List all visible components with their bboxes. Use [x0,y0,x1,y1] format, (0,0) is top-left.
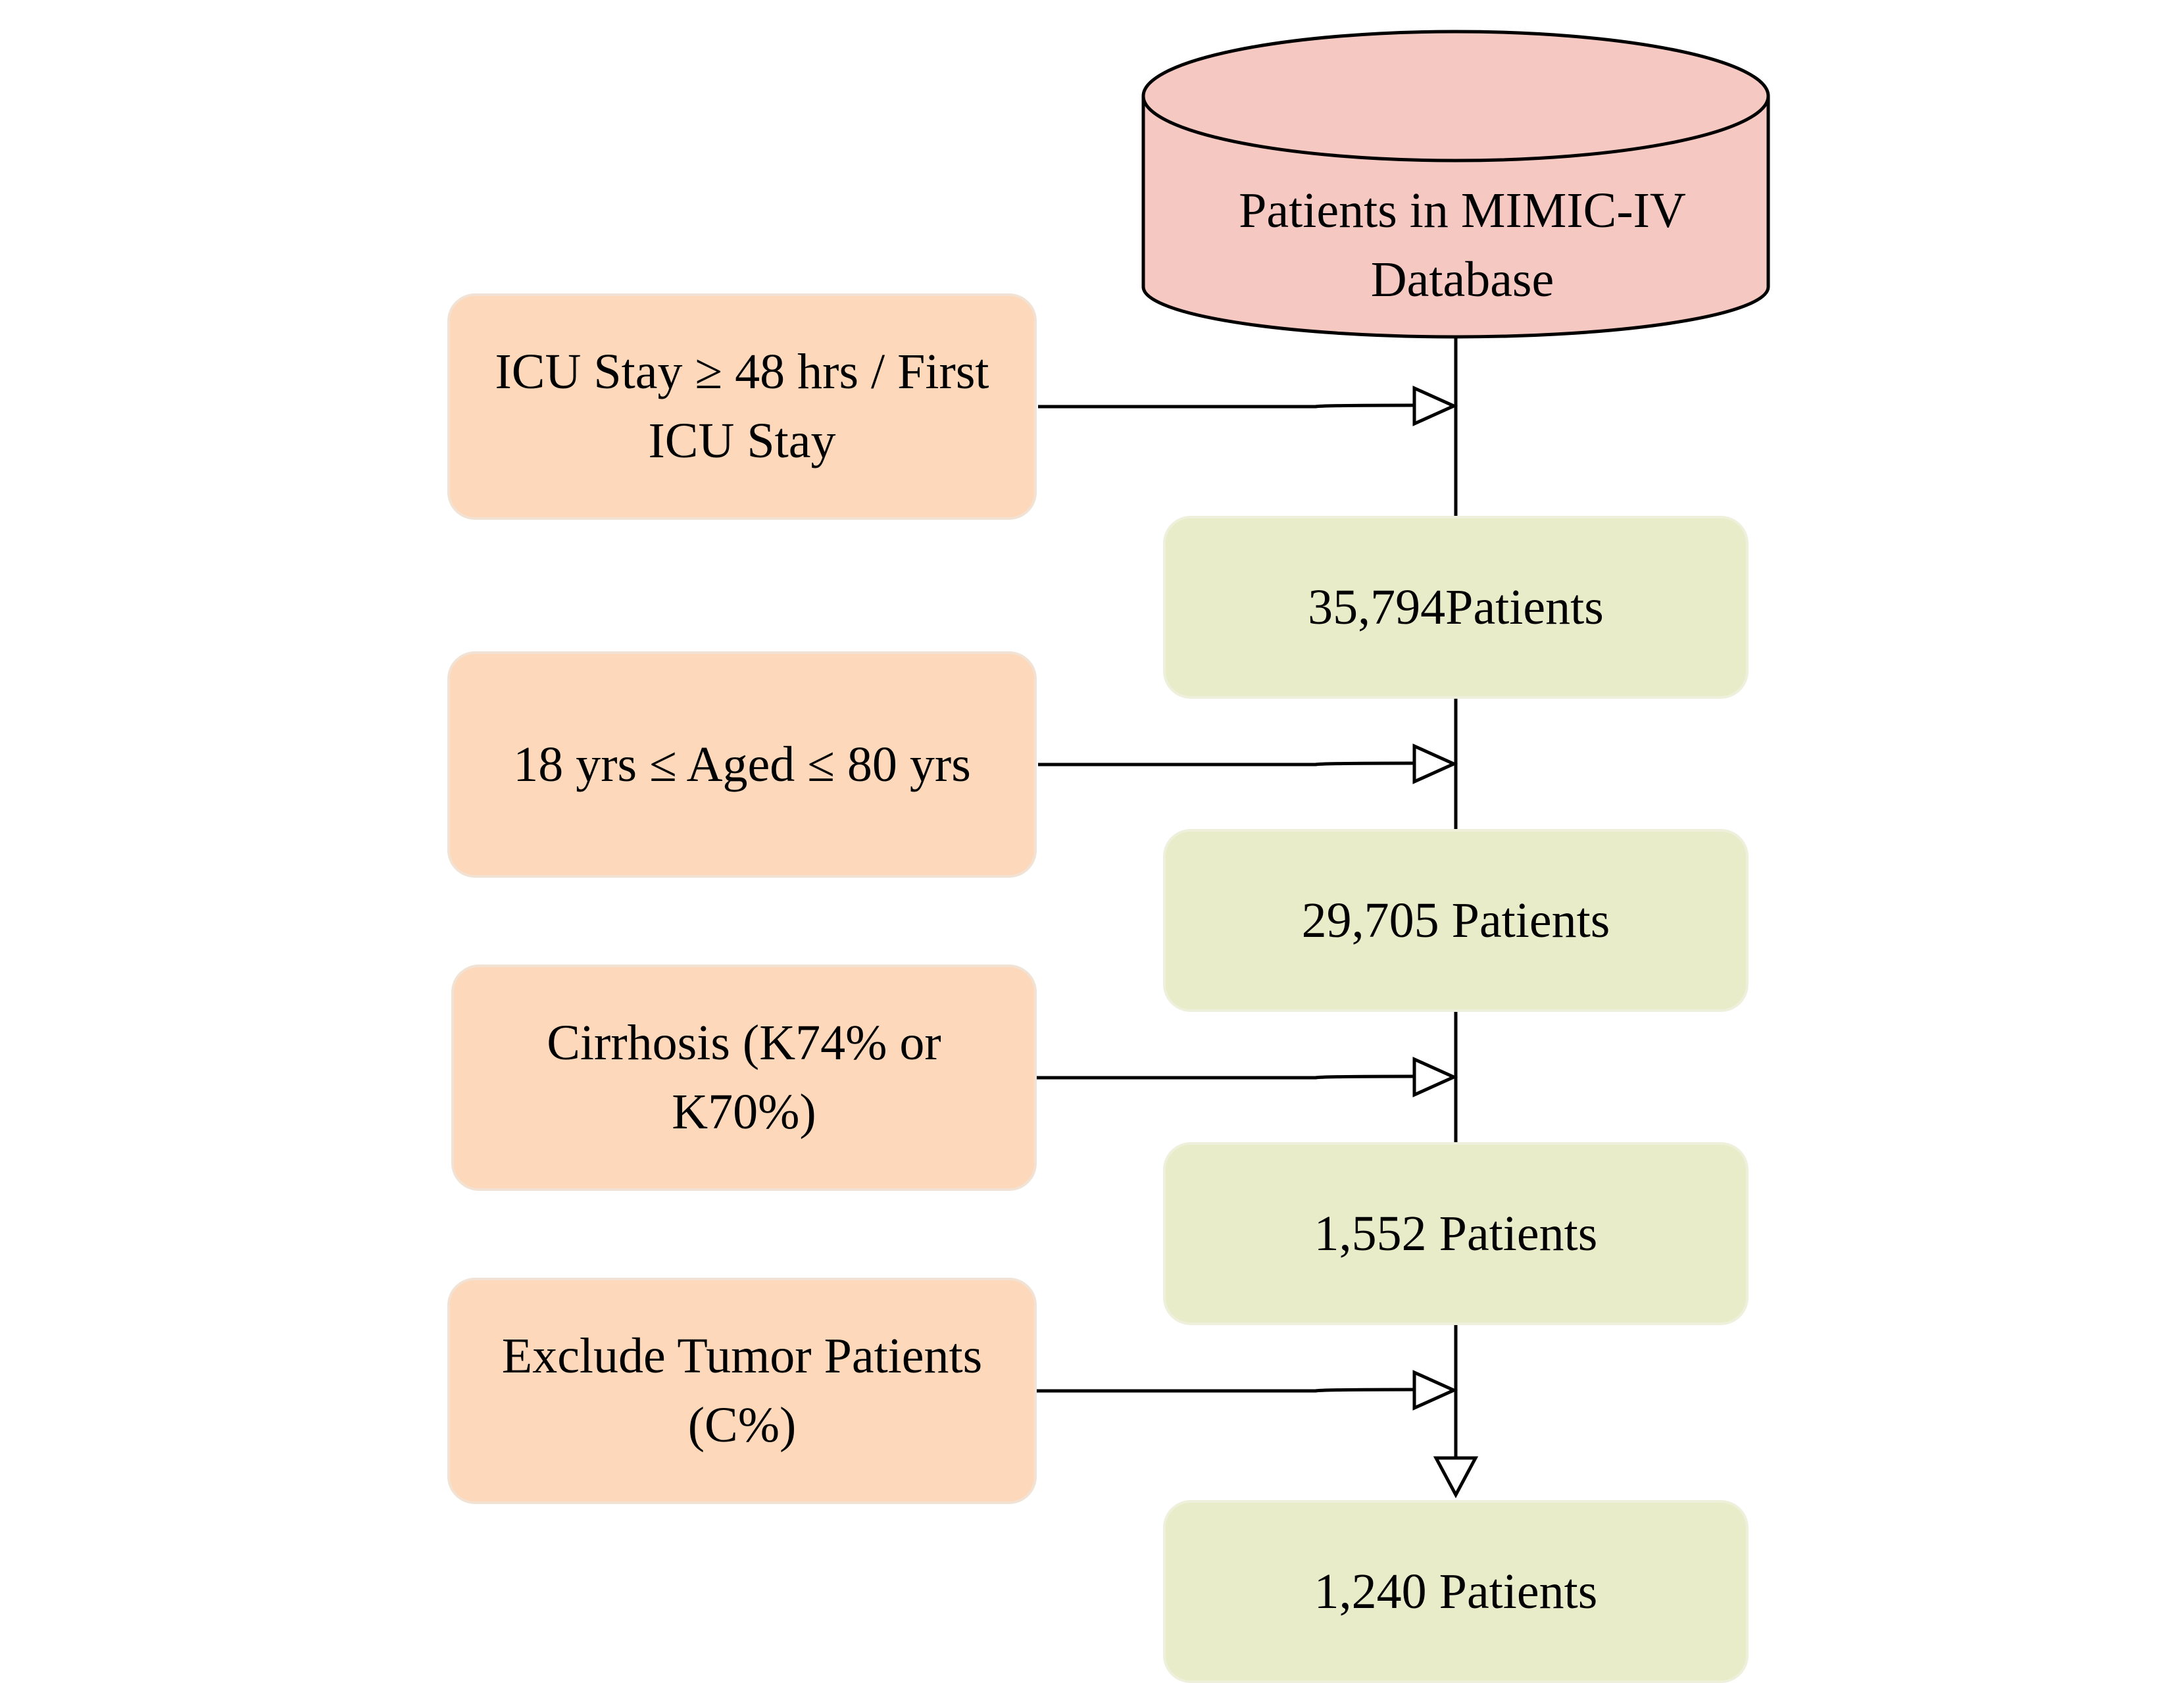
criterion-age: 18 yrs ≤ Aged ≤ 80 yrs [447,651,1037,878]
arrowhead-down [1433,1456,1479,1499]
arrow-criterion-4 [1035,1370,1458,1411]
arrow-criterion-2 [1038,743,1458,784]
count-box-3: 1,552 Patients [1163,1142,1749,1325]
count-box-1: 35,794Patients [1163,516,1749,699]
count-box-4: 1,240 Patients [1163,1500,1749,1683]
database-label: Patients in MIMIC-IV Database [1239,183,1686,307]
criterion-exclude-tumor: Exclude Tumor Patients (C%) [447,1278,1037,1504]
count-box-2: 29,705 Patients [1163,829,1749,1012]
database-cylinder-shape [1141,30,1770,339]
arrow-criterion-3 [1035,1057,1458,1097]
criterion-cirrhosis: Cirrhosis (K74% or K70%) [451,965,1037,1191]
criterion-icu-stay: ICU Stay ≥ 48 hrs / First ICU Stay [447,293,1037,520]
arrow-criterion-1 [1038,386,1458,426]
